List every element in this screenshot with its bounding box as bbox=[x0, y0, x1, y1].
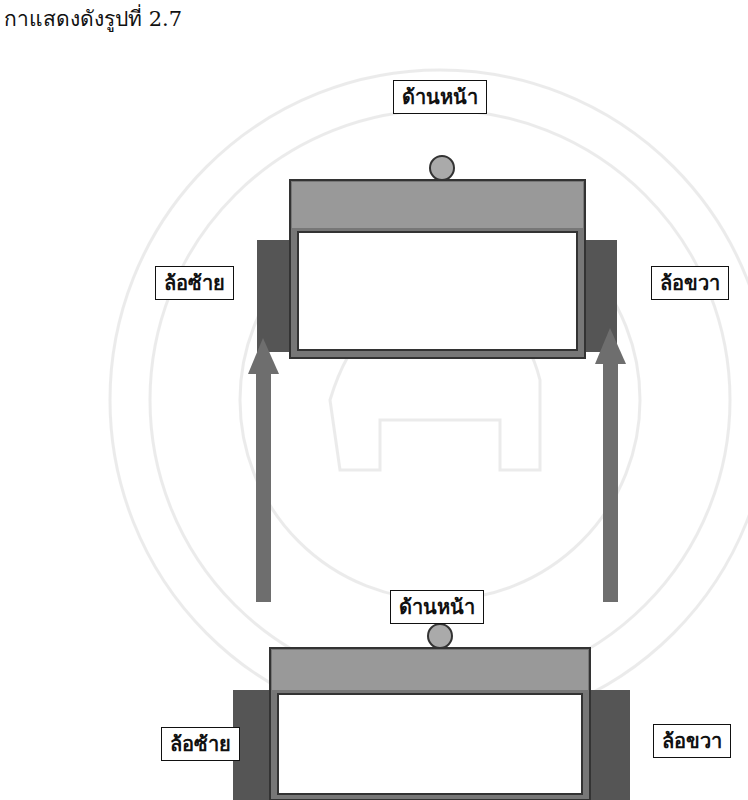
node-label: ล้อขวา bbox=[660, 270, 720, 296]
node-label: ล้อซ้าย bbox=[170, 731, 231, 757]
chassis-inner bbox=[298, 232, 577, 350]
front-label: ด้านหน้า bbox=[390, 590, 484, 624]
wheel-label: ล้อซ้าย bbox=[161, 727, 240, 761]
robot-top bbox=[257, 156, 617, 358]
caster bbox=[430, 156, 454, 180]
wheel bbox=[257, 240, 293, 352]
arrow-head bbox=[248, 338, 279, 374]
wheel-label: ล้อขวา bbox=[653, 724, 731, 758]
arrow-shaft bbox=[603, 362, 618, 602]
chassis bbox=[290, 180, 585, 358]
node-label: ด้านหน้า bbox=[402, 84, 478, 110]
front-label: ด้านหน้า bbox=[393, 80, 487, 114]
wheel-label: ล้อซ้าย bbox=[155, 266, 234, 300]
node-label: ล้อซ้าย bbox=[164, 270, 225, 296]
wheel bbox=[588, 690, 630, 800]
front-bar bbox=[272, 650, 588, 690]
figure-reference: กาแสดงดังรูปที่ 2.7 bbox=[4, 2, 182, 35]
chassis-inner bbox=[278, 694, 582, 794]
wheel-label: ล้อขวา bbox=[651, 266, 729, 300]
chassis bbox=[270, 648, 590, 800]
front-bar bbox=[292, 182, 583, 228]
movement-arrows bbox=[248, 328, 626, 602]
arrow-shaft bbox=[256, 372, 271, 602]
arrow-head bbox=[595, 328, 626, 364]
robot-bottom bbox=[233, 624, 630, 800]
node-label: ด้านหน้า bbox=[399, 594, 475, 620]
node-label: ล้อขวา bbox=[662, 728, 722, 754]
caster bbox=[428, 624, 452, 648]
watermark-seal bbox=[110, 70, 748, 730]
